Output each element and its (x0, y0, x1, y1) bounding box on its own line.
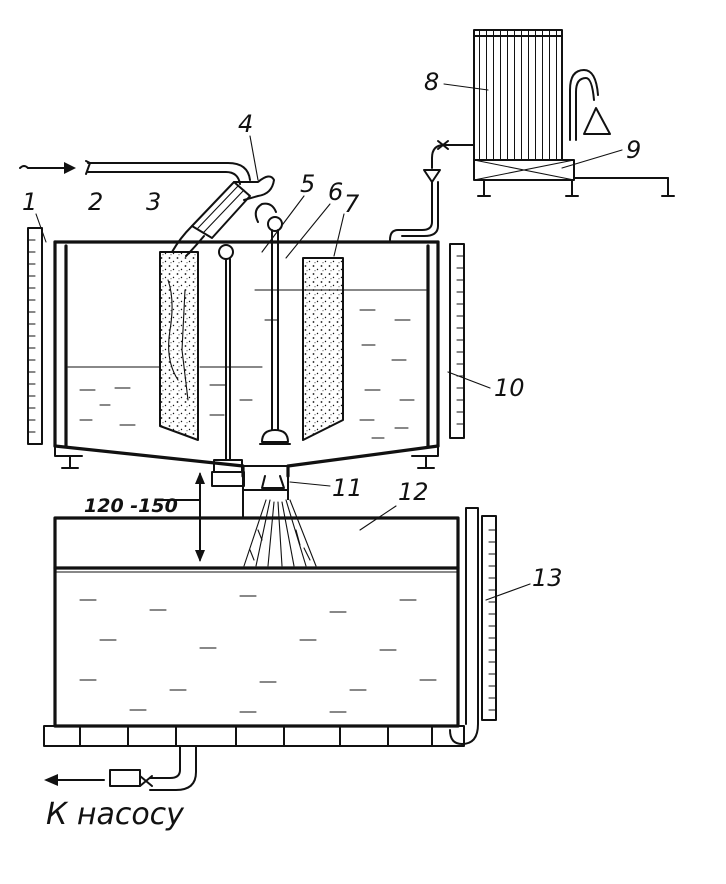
dimension-label: 120 -150 (84, 495, 178, 517)
feed-trough (171, 175, 275, 257)
caption-to-pump: К насосу (46, 797, 185, 832)
upper-tank-water (67, 289, 427, 439)
label-2: 2 (88, 188, 103, 216)
dosing-line (389, 140, 475, 241)
label-7: 7 (344, 190, 360, 218)
label-8: 8 (424, 68, 439, 96)
water-jet (240, 499, 320, 568)
label-11: 11 (332, 474, 363, 502)
level-gauge-left (27, 227, 43, 445)
filter-element-right (302, 257, 344, 441)
label-10: 10 (494, 374, 525, 402)
cylinder-stand (473, 159, 675, 197)
inlet-pipe (19, 160, 251, 185)
filter-element-left (159, 251, 199, 441)
label-12: 12 (398, 478, 429, 506)
label-6: 6 (328, 178, 343, 206)
label-9: 9 (626, 136, 641, 164)
reagent-cylinder (473, 29, 563, 161)
float-rod (211, 244, 245, 487)
label-5: 5 (300, 170, 315, 198)
label-13: 13 (532, 564, 563, 592)
label-4: 4 (238, 110, 253, 138)
lower-level-gauge (449, 507, 497, 745)
leader-lines (35, 83, 623, 601)
label-1: 1 (22, 188, 37, 216)
upper-tank (53, 240, 440, 478)
top-valve (254, 202, 277, 223)
outlet-pipe (44, 745, 197, 791)
level-gauge-right (449, 243, 465, 439)
central-rod (259, 216, 291, 445)
brick-foundation (43, 725, 465, 747)
cylinder-hose (569, 69, 611, 141)
label-3: 3 (146, 188, 161, 216)
